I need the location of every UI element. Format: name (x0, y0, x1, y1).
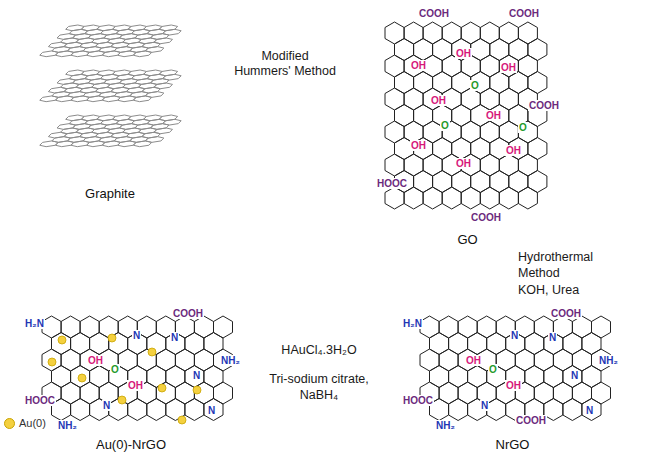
nrgo-structure (420, 316, 611, 421)
functional-group: N (132, 330, 141, 341)
graphene-layer (38, 25, 187, 57)
functional-group: COOH (418, 8, 450, 19)
graphene-layer (38, 70, 187, 102)
legend: Au(0) (4, 417, 46, 429)
reaction-condition: Hydrothermal Method (518, 250, 608, 281)
carbon-ring (385, 187, 404, 209)
functional-group: NH₂ (220, 355, 241, 366)
structure-name: Graphite (85, 186, 135, 202)
legend-text: Au(0) (19, 417, 46, 429)
structure-name: NrGO (496, 437, 530, 453)
carbon-ring (518, 187, 537, 209)
carbon-ring (499, 187, 518, 209)
functional-group: OH (455, 48, 472, 59)
functional-group: N (480, 400, 489, 411)
structure-name: GO (457, 232, 477, 248)
functional-group: O (488, 364, 498, 375)
au-particle (193, 386, 201, 394)
legend-swatch (4, 418, 15, 429)
carbon-ring (132, 141, 153, 147)
functional-group: N (102, 400, 111, 411)
carbon-ring (185, 399, 204, 421)
functional-group: H₂N (24, 318, 45, 329)
functional-group: OH (127, 380, 144, 391)
au-particle (178, 416, 186, 424)
functional-group: COOH (528, 100, 560, 111)
functional-group: N (585, 405, 594, 416)
reaction-arrow (504, 255, 506, 293)
functional-group: N (207, 405, 216, 416)
functional-group: NH₂ (598, 355, 619, 366)
au-particle (58, 336, 66, 344)
functional-group: N (170, 332, 179, 343)
functional-group: O (518, 122, 528, 133)
carbon-ring (71, 399, 90, 421)
carbon-ring (132, 96, 153, 102)
functional-group: OH (485, 110, 502, 121)
functional-group: HOOC (402, 395, 434, 406)
carbon-ring (442, 187, 461, 209)
carbon-ring (132, 51, 153, 57)
functional-group: O (110, 364, 120, 375)
go-structure (385, 22, 547, 209)
carbon-ring (582, 399, 601, 421)
functional-group: COOH (470, 212, 502, 223)
carbon-ring (204, 399, 223, 421)
functional-group: OH (455, 158, 472, 169)
functional-group: HOOC (376, 178, 408, 189)
functional-group: COOH (508, 8, 540, 19)
au-particle (158, 384, 166, 392)
functional-group: OH (505, 380, 522, 391)
structure-name: Au(0)-NrGO (96, 437, 166, 453)
au-particle (78, 374, 86, 382)
functional-group: COOH (515, 415, 547, 426)
reagent-label: Tri-sodium citrate, NaBH₄ (257, 372, 382, 403)
functional-group: HOOC (24, 395, 56, 406)
structure-node: Au(0)-NrGO (18, 300, 244, 453)
functional-group: OH (500, 62, 517, 73)
au-particle (48, 358, 56, 366)
au-particle (118, 396, 126, 404)
carbon-ring (404, 187, 423, 209)
reaction-condition: HAuCl₄.3H₂O (249, 343, 389, 359)
functional-group: N (570, 370, 579, 381)
structure-node: Graphite (20, 15, 200, 202)
functional-group: O (440, 120, 450, 131)
functional-group: N (510, 330, 519, 341)
functional-group: H₂N (402, 318, 423, 329)
reaction-arrow (207, 87, 363, 89)
structure-node: GO (370, 5, 565, 248)
graphene-layer (38, 115, 187, 147)
carbon-ring (487, 399, 506, 421)
carbon-ring (449, 399, 468, 421)
functional-group: NH₂ (57, 420, 78, 431)
functional-group: N (548, 332, 557, 343)
functional-group: COOH (172, 308, 204, 319)
functional-group: O (470, 80, 480, 91)
structure-node: NrGO (395, 300, 630, 453)
legend-item: Au(0) (4, 417, 46, 429)
reaction-condition: Modified Hummers' Method (233, 49, 337, 80)
reaction-arrow (251, 364, 388, 366)
functional-group: OH (465, 355, 482, 366)
reagent-label: KOH, Urea (518, 283, 579, 299)
carbon-ring (461, 187, 480, 209)
carbon-ring (480, 187, 499, 209)
functional-group: COOH (550, 308, 582, 319)
functional-group: N (192, 370, 201, 381)
functional-group: OH (430, 95, 447, 106)
au-particle (108, 334, 116, 342)
functional-group: OH (505, 145, 522, 156)
functional-group: OH (410, 60, 427, 71)
carbon-ring (128, 399, 147, 421)
au-particle (148, 348, 156, 356)
au-particles (48, 334, 201, 424)
functional-group: OH (87, 355, 104, 366)
carbon-ring (423, 187, 442, 209)
functional-group: NH₂ (435, 420, 456, 431)
carbon-ring (147, 399, 166, 421)
carbon-ring (563, 399, 582, 421)
au-nrgo-structure (42, 316, 233, 421)
functional-group: OH (410, 140, 427, 151)
